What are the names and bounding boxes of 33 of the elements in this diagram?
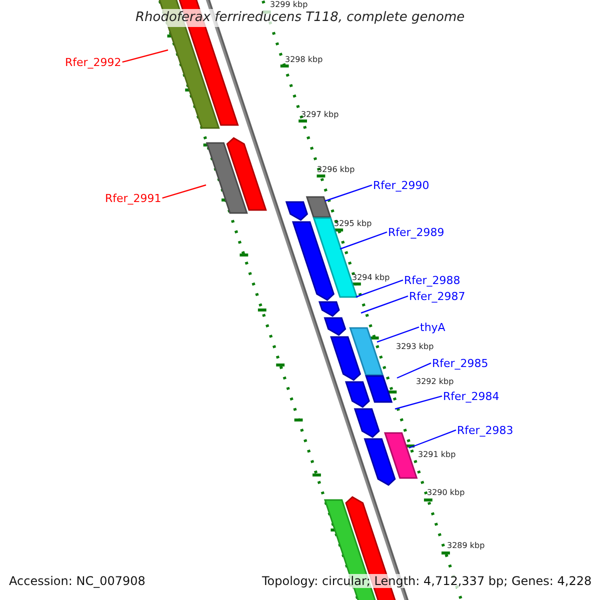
leader-line — [394, 396, 442, 410]
gene-label: Rfer_2991 — [105, 192, 162, 205]
gene-label: thyA — [420, 320, 446, 334]
genome-info-text: Topology: circular; Length: 4,712,337 bp; Genes: 4,228 — [262, 574, 592, 588]
scale-tick-label: 3296 kbp — [317, 165, 355, 175]
scale-tick-label: 3291 kbp — [418, 450, 456, 460]
leader-line — [340, 232, 388, 250]
leader-line — [396, 362, 432, 379]
scale-tick-label: 3298 kbp — [285, 55, 323, 65]
scale-tick-label: 3290 kbp — [427, 488, 465, 498]
accession-text: Accession: NC_007908 — [9, 574, 146, 588]
scale-tick-label: 3293 kbp — [396, 342, 434, 352]
gene-label: Rfer_2992 — [65, 56, 122, 69]
gene-label: Rfer_2988 — [404, 274, 460, 287]
gene-label: Rfer_2987 — [409, 290, 466, 303]
scale-tick-label: 3299 kbp — [270, 0, 308, 10]
gene-label: Rfer_2989 — [388, 226, 444, 239]
scale-tick-label: 3292 kbp — [416, 377, 454, 387]
scale-tick-label: 3297 kbp — [301, 110, 339, 120]
leader-line — [356, 280, 404, 298]
scale-tick-label: 3294 kbp — [352, 273, 390, 283]
scale-tick-label: 3295 kbp — [334, 219, 372, 229]
gene-label: Rfer_2985 — [432, 356, 488, 370]
gene-label: Rfer_2983 — [457, 424, 514, 437]
leader-line — [324, 184, 372, 202]
leader-line — [122, 49, 168, 63]
gene-label: Rfer_2990 — [373, 178, 430, 192]
leader-line — [360, 296, 408, 314]
scale-tick-label: 3289 kbp — [447, 541, 485, 551]
leader-line — [376, 326, 420, 343]
gene-label: Rfer_2984 — [443, 390, 500, 403]
leader-line — [408, 430, 456, 449]
leader-line — [162, 184, 206, 199]
